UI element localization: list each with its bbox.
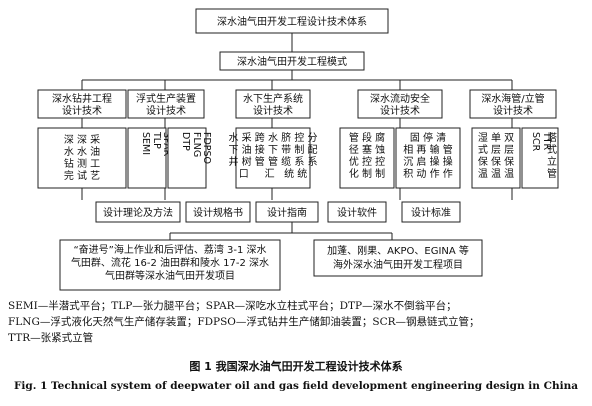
note-line-1: SEMI—半潜式平台；TLP—张力腿平台；SPAR—深吃水立柱式平台；DTP—深… [8,300,457,312]
technology-system-diagram: 深水油气田开发工程设计技术体系 深水油气田开发工程模式 深水钻井工程 设计技术 … [37,8,559,291]
category-subsea: 水下生产系统 设计技术 [235,89,311,119]
mode-box [219,51,365,71]
output-box-standard [401,201,461,223]
category-pipeline: 深水海管/立管 设计技术 [469,89,557,119]
leaf-floating-semi: SEMI [140,132,151,155]
leaf-flow-b-row3: 沉 启 操 操 [403,155,453,168]
projects-left-line3: 气田群等深水油气田开发项目 [105,269,235,282]
projects-right-line1: 加蓬、刚果、AKPO、EGINA 等 [327,244,469,257]
output-box-spec [185,201,251,223]
leaf-pipe-a-row2: 式 层 层 [478,143,514,156]
category-pipeline-line2: 设计技术 [493,104,533,117]
category-subsea-line1: 水下生产系统 [243,92,303,105]
category-flow-line1: 深水流动安全 [370,92,430,105]
category-floating-line1: 浮式生产装置 [136,92,196,105]
connector-lines [81,33,513,240]
leaf-pipe-a-row1: 湿 单 双 [478,132,514,144]
leaf-floating-spar: SPAR [161,132,172,157]
root-box [195,8,389,34]
abbreviation-notes: SEMI—半潜式平台；TLP—张力腿平台；SPAR—深吃水立柱式平台；DTP—深… [8,298,588,346]
leaf-drilling-row2: 水 水 油 [64,145,100,158]
leaf-floating-tlp: TLP [151,131,162,149]
leaves-subsea: 水 采 跨 水 脐 控 分 下 油 接 下 带 制 配 井 树 管 管 缆 系 … [228,127,318,189]
caption-english: Fig. 1 Technical system of deepwater oil… [13,380,579,392]
leaf-pipe-tower-2: 式 [547,143,557,156]
category-pipeline-line1: 深水海管/立管 [481,92,544,105]
leaf-flow-b-row1: 固 停 清 [410,131,446,144]
leaf-flow-a-row4: 化 制 制 [349,167,385,180]
projects-left: “奋进号”海上作业和后评估、荔湾 3-1 深水 气田群、流花 16-2 油田群和… [59,239,281,291]
leaf-subsea-row3: 井 树 管 管 缆 系 系 [228,155,317,168]
leaf-drilling-row1: 深 深 采 [64,134,100,146]
leaf-flow-a-row3: 优 控 控 [349,155,385,168]
leaf-floating-fdpso: FDPSO [201,132,212,164]
leaf-subsea-row2: 下 油 接 下 带 制 配 [228,143,317,156]
category-flow-line2: 设计技术 [380,104,420,117]
leaf-pipe-tower-4: 管 [547,167,557,180]
leaf-flow-b-row4: 积 动 作 作 [403,168,453,180]
projects-right: 加蓬、刚果、AKPO、EGINA 等 海外深水油气田开发工程项目 [313,239,483,277]
leaves-floating: SEMI TLP SPAR DTP FLNG FDPSO [127,127,212,189]
output-guide: 设计指南 [267,206,307,219]
leaves-drilling: 深 深 采 水 水 油 钻 测 工 完 试 艺 [37,127,127,189]
output-spec: 设计规格书 [193,206,243,219]
leaf-pipe-tower-1: 塔 [547,131,557,144]
projects-right-line2: 海外深水油气田开发工程项目 [333,258,463,271]
projects-left-line2: 气田群、流花 16-2 油田群和陵水 17-2 深水 [71,256,269,269]
leaf-floating-dtp: DTP [180,132,191,151]
note-line-3: TTR—张紧式立管 [8,332,94,344]
projects-left-line1: “奋进号”海上作业和后评估、荔湾 3-1 深水 [73,243,266,256]
leaf-flow-a-row1: 管 段 腐 [349,131,385,144]
note-line-2: FLNG—浮式液化天然气生产储存装置；FDPSO—浮式钻井生产储卸油装置；SCR… [8,316,480,328]
leaves-pipeline: 湿 单 双 式 层 层 保 保 保 温 温 温 SCR TTR 塔 式 立 管 [471,127,559,189]
leaf-pipe-scr: SCR [530,132,541,152]
leaf-pipe-ttr: TTR [541,131,552,150]
category-drilling: 深水钻井工程 设计技术 [37,89,127,119]
output-standard: 设计标准 [411,206,451,219]
leaf-pipe-tower-3: 立 [547,155,557,168]
outputs-row: 设计理论及方法 设计规格书 设计指南 设计软件 设计标准 [95,201,461,223]
mode-label: 深水油气田开发工程模式 [237,55,347,68]
leaves-flow: 管 段 腐 径 塞 蚀 优 控 控 化 制 制 固 停 清 相 再 输 管 沉 … [339,127,461,189]
output-box-theory [95,201,181,223]
category-subsea-line2: 设计技术 [253,104,293,117]
output-theory: 设计理论及方法 [103,206,173,219]
category-floating: 浮式生产装置 设计技术 [127,89,205,119]
caption-chinese: 图 1 我国深水油气田开发工程设计技术体系 [189,360,403,373]
category-drilling-line1: 深水钻井工程 [52,92,112,105]
leaf-subsea-row1: 水 采 跨 水 脐 控 分 [228,131,317,144]
leaf-subsea-row4: 口 汇 统 统 [239,167,308,180]
leaf-drilling-row4: 完 试 艺 [64,169,100,182]
leaf-flow-b-row2: 相 再 输 管 [403,143,453,156]
output-box-software [327,201,387,223]
category-flow: 深水流动安全 设计技术 [357,89,443,119]
root-label: 深水油气田开发工程设计技术体系 [217,15,367,28]
category-floating-line2: 设计技术 [146,104,186,117]
output-software: 设计软件 [337,206,377,219]
leaf-drilling-row3: 钻 测 工 [64,157,100,170]
leaf-floating-flng: FLNG [191,132,202,157]
category-drilling-line2: 设计技术 [62,104,102,117]
leaf-pipe-a-row3: 保 保 保 [478,155,514,168]
leaf-pipe-a-row4: 温 温 温 [478,168,514,180]
leaf-flow-a-row2: 径 塞 蚀 [349,143,385,156]
output-box-guide [255,201,319,223]
